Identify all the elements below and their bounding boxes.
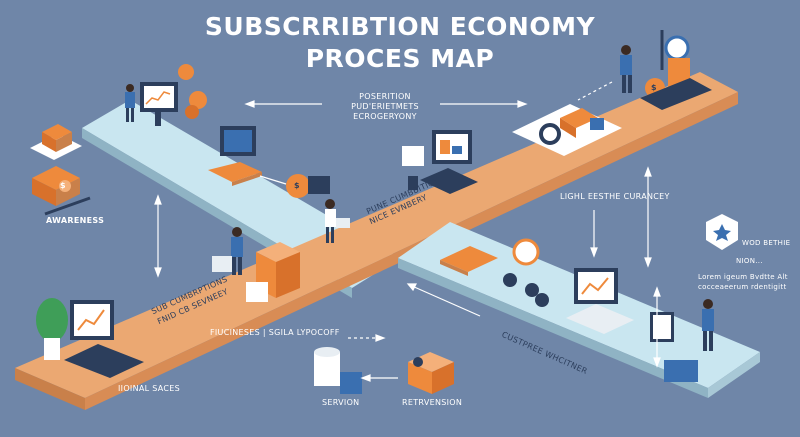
center-top-label-3: ECROGERYONY	[353, 112, 417, 121]
retention-label: RETRVENSION	[402, 398, 463, 407]
coin-symbol-icon: $	[60, 181, 66, 190]
coin-symbol-icon-2: $	[294, 181, 300, 190]
right-light-belt	[398, 222, 760, 398]
analyst-workstation	[125, 64, 207, 126]
page-title-line2: PROCES MAP	[305, 44, 495, 73]
center-top-label-1: POSERITION	[359, 92, 411, 101]
belt-worker-left	[212, 227, 300, 302]
belt-worker-mid	[325, 199, 350, 243]
right-belt-items	[440, 238, 714, 382]
shield-icon	[706, 214, 738, 250]
side-text-1: Lorem igeum Bvdtte Alt	[698, 273, 788, 281]
side-title-2: NION...	[736, 257, 763, 265]
awareness-label: AWARENESS	[46, 216, 105, 225]
page-title-line1: SUBSCRRIBTION ECONOMY	[204, 12, 596, 41]
service-label: SERVION	[322, 398, 360, 407]
gear-platform	[512, 104, 622, 156]
center-laptop	[402, 130, 478, 194]
platform-monitor	[208, 126, 330, 198]
center-top-label-2: PUD'ERIETMETS	[351, 102, 419, 111]
bottom-left-laptop	[36, 298, 144, 378]
coin-symbol-icon-3: $	[651, 83, 657, 92]
service-icon	[314, 347, 362, 394]
bottom-mid-label: FIUCINESES | SGILA LYPOCOFF	[210, 328, 340, 337]
right-belt-top-label: LIGHL EESTHE CURANCEY	[560, 192, 670, 201]
awareness-stack	[30, 124, 91, 216]
flow-arrows	[154, 81, 661, 382]
side-title-1: WOD BETHIE	[742, 239, 791, 247]
retention-icon	[408, 352, 454, 394]
bottom-left-label: IIOINAL SACES	[118, 384, 181, 393]
topright-worker	[620, 30, 712, 110]
side-text-2: cocceaeerum rdentigitt	[698, 283, 787, 291]
